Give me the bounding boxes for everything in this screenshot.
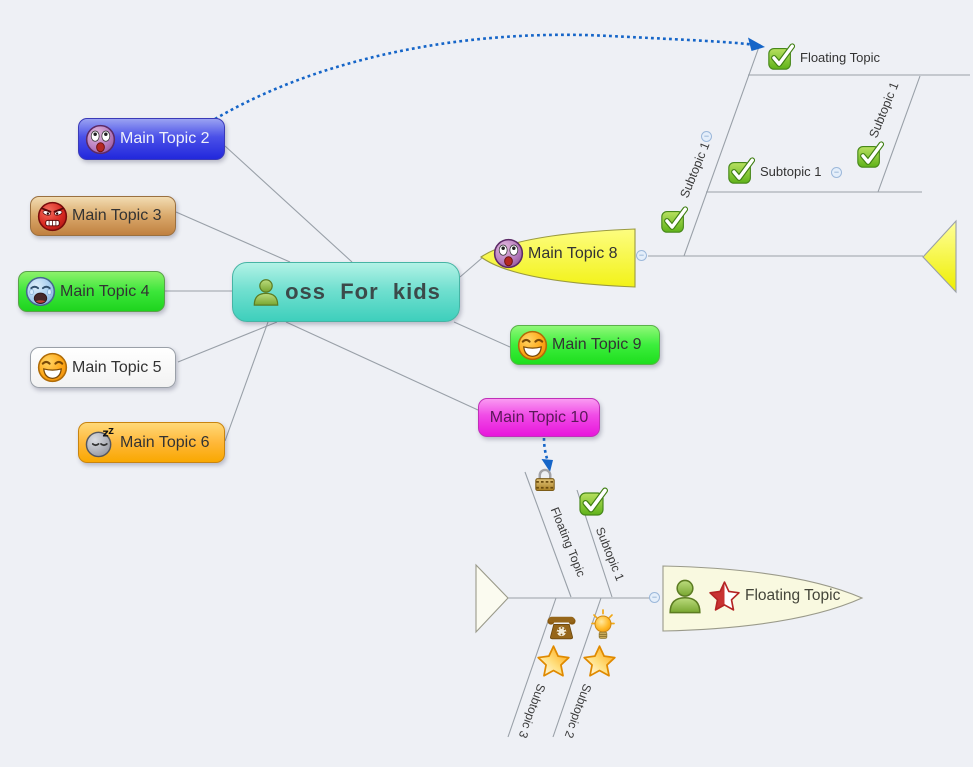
red-star-icon[interactable]	[708, 580, 741, 613]
top-fishbone-left-rib	[683, 43, 761, 257]
person-icon[interactable]	[666, 577, 704, 615]
main-topic-2-label: Main Topic 2	[120, 130, 210, 147]
lock-icon[interactable]	[531, 466, 559, 494]
collapse-control[interactable]: −	[636, 250, 647, 261]
crying-face-icon[interactable]	[25, 276, 56, 307]
main-topic-9-label: Main Topic 9	[552, 336, 642, 353]
check-icon[interactable]	[726, 156, 756, 186]
central-topic-label: oss For kids	[285, 279, 441, 304]
bottom-floating-topic-head[interactable]: Floating Topic	[666, 577, 840, 615]
laughing-face-icon[interactable]	[37, 352, 68, 383]
bulb-icon[interactable]	[591, 609, 615, 643]
bottom-floating-topic-label: Floating Topic	[745, 587, 841, 604]
main-topic-10-label: Main Topic 10	[489, 408, 589, 426]
main-topic-3[interactable]: Main Topic 3	[30, 196, 176, 236]
phone-icon[interactable]	[545, 614, 578, 641]
main-topic-8-content[interactable]: Main Topic 8	[493, 238, 618, 269]
main-topic-2[interactable]: Main Topic 2	[78, 118, 225, 160]
top-fishbone-tail-triangle	[922, 219, 957, 294]
main-topic-5-label: Main Topic 5	[72, 358, 162, 376]
check-icon[interactable]	[766, 42, 796, 72]
main-topic-6-label: Main Topic 6	[120, 433, 210, 451]
bottom-fishbone-head-shape[interactable]	[662, 565, 864, 632]
relationship-arrow-mt10-to-lock[interactable]	[541, 437, 554, 472]
main-topic-4-label: Main Topic 4	[60, 282, 150, 300]
branch-line-main-topic-6	[224, 321, 269, 442]
main-topic-3-label: Main Topic 3	[72, 207, 162, 224]
shocked-face-icon[interactable]	[493, 238, 524, 269]
top-fishbone-subtopic1-child-label: Subtopic 1	[760, 163, 822, 179]
shocked-face-icon[interactable]	[85, 124, 116, 155]
main-topic-8-label: Main Topic 8	[528, 244, 618, 262]
main-topic-9[interactable]: Main Topic 9	[510, 325, 660, 365]
main-topic-10[interactable]: Main Topic 10	[478, 398, 600, 437]
bottom-fishbone-rib-floating	[524, 471, 572, 598]
branch-line-main-topic-2	[224, 145, 353, 263]
collapse-control[interactable]: −	[831, 167, 842, 178]
central-topic[interactable]: oss For kids	[232, 262, 460, 322]
branch-line-main-topic-5	[177, 321, 278, 363]
top-floating-topic-label: Floating Topic	[800, 49, 880, 65]
bottom-fishbone-tail-triangle	[475, 563, 509, 634]
top-fishbone-subtopic1-child[interactable]: Subtopic 1	[726, 156, 821, 186]
person-icon[interactable]	[251, 277, 281, 307]
main-topic-6[interactable]: Main Topic 6	[78, 422, 225, 463]
collapse-control[interactable]: −	[649, 592, 660, 603]
sleeping-face-icon[interactable]	[85, 427, 116, 458]
branch-line-main-topic-9	[453, 321, 511, 348]
main-topic-5[interactable]: Main Topic 5	[30, 347, 176, 388]
branch-line-main-topic-3	[175, 211, 291, 263]
top-fishbone-right-rib	[877, 75, 921, 193]
laughing-face-icon[interactable]	[517, 330, 548, 361]
relationship-arrow-mt2-to-floating[interactable]	[214, 33, 765, 121]
bottom-fishbone-rib-subtopic2	[552, 597, 602, 738]
check-icon[interactable]	[659, 205, 689, 235]
angry-face-icon[interactable]	[37, 201, 68, 232]
check-icon[interactable]	[855, 140, 885, 170]
check-icon[interactable]	[577, 486, 609, 518]
branch-line-main-topic-8	[459, 257, 483, 278]
collapse-control[interactable]: −	[701, 131, 712, 142]
orange-star-icon[interactable]	[536, 644, 571, 679]
top-floating-topic[interactable]: Floating Topic	[766, 42, 880, 72]
main-topic-4[interactable]: Main Topic 4	[18, 271, 165, 312]
branch-line-main-topic-10	[285, 321, 479, 411]
orange-star-icon[interactable]	[582, 644, 617, 679]
